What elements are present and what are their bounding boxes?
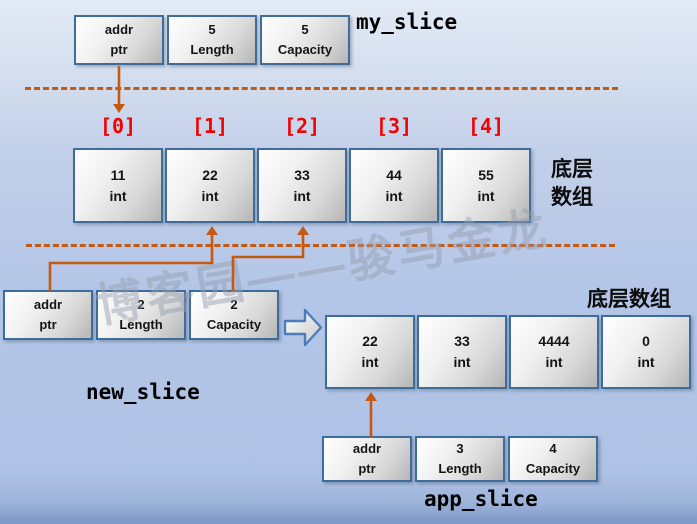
- cell-label: Capacity: [525, 461, 581, 476]
- my-slice-cell-ptr: addr ptr: [74, 15, 164, 65]
- underlying-array-label: 底层 数组: [551, 156, 593, 212]
- new-slice-header: addr ptr 2 Length 2 Capacity: [3, 290, 279, 340]
- cell-type: int: [453, 354, 471, 370]
- cell-value: 22: [202, 166, 218, 183]
- new-array-cell-3: 0 int: [601, 315, 691, 389]
- my-slice-cell-length: 5 Length: [167, 15, 257, 65]
- app-slice-header: addr ptr 3 Length 4 Capacity: [322, 436, 598, 482]
- index-label-1: [1]: [191, 114, 229, 138]
- cell-label: Capacity: [206, 317, 262, 332]
- new-slice-label: new_slice: [86, 380, 200, 404]
- up-arrowhead-icon: [206, 226, 218, 235]
- cell-type: int: [201, 187, 219, 204]
- my-slice-cell-capacity: 5 Capacity: [260, 15, 350, 65]
- new-slice-cell-ptr: addr ptr: [3, 290, 93, 340]
- array-cell-0: 11 int: [73, 148, 163, 223]
- cell-value: 33: [294, 166, 310, 183]
- cell-value: addr: [352, 441, 382, 456]
- my-slice-label: my_slice: [356, 10, 458, 34]
- right-block-arrow-icon: [283, 308, 323, 347]
- array-index-row: [0] [1] [2] [3] [4]: [73, 114, 531, 138]
- cell-value: 3: [456, 441, 464, 456]
- right-block-arrow-shape: [283, 308, 323, 347]
- new-slice-cell-capacity: 2 Capacity: [189, 290, 279, 340]
- array-cell-3: 44 int: [349, 148, 439, 223]
- cell-value: 22: [362, 333, 378, 349]
- up-arrowhead-icon: [365, 392, 377, 401]
- new-underlying-array: 22 int 33 int 4444 int 0 int: [325, 315, 691, 389]
- new-array-cell-2: 4444 int: [509, 315, 599, 389]
- cell-type: int: [477, 187, 495, 204]
- cell-label: Length: [438, 461, 482, 476]
- cell-value: 2: [230, 297, 238, 312]
- new-slice-cell-length: 2 Length: [96, 290, 186, 340]
- new-array-cell-0: 22 int: [325, 315, 415, 389]
- cell-label: Length: [119, 317, 163, 332]
- app-slice-cell-length: 3 Length: [415, 436, 505, 482]
- up-arrowhead-icon: [297, 226, 309, 235]
- cell-label: ptr: [39, 317, 57, 332]
- cell-value: 5: [301, 22, 309, 37]
- cell-value: 0: [642, 333, 650, 349]
- cell-type: int: [293, 187, 311, 204]
- down-arrowhead-icon: [113, 104, 125, 113]
- underlying-array-label-line1: 底层: [551, 158, 593, 181]
- cell-value: 11: [110, 166, 126, 183]
- index-label-2: [2]: [283, 114, 321, 138]
- dashed-separator-top: [25, 87, 618, 90]
- cell-value: addr: [33, 297, 63, 312]
- app-slice-cell-capacity: 4 Capacity: [508, 436, 598, 482]
- my-slice-header: addr ptr 5 Length 5 Capacity: [74, 15, 350, 65]
- array-cell-2: 33 int: [257, 148, 347, 223]
- cell-type: int: [545, 354, 563, 370]
- cell-label: Length: [190, 42, 234, 57]
- array-cell-4: 55 int: [441, 148, 531, 223]
- index-label-0: [0]: [99, 114, 137, 138]
- underlying-array: 11 int 22 int 33 int 44 int 55 int: [73, 148, 531, 223]
- cell-type: int: [109, 187, 127, 204]
- cell-value: addr: [104, 22, 134, 37]
- new-array-cell-1: 33 int: [417, 315, 507, 389]
- new-slice-capacity-arrow: [231, 234, 305, 291]
- cell-value: 55: [478, 166, 494, 183]
- cell-type: int: [637, 354, 655, 370]
- cell-value: 4: [549, 441, 557, 456]
- cell-value: 5: [208, 22, 216, 37]
- cell-label: Capacity: [277, 42, 333, 57]
- new-slice-ptr-arrow: [48, 234, 214, 291]
- dashed-separator-bottom: [26, 244, 615, 247]
- cell-value: 33: [454, 333, 470, 349]
- app-slice-cell-ptr: addr ptr: [322, 436, 412, 482]
- cell-type: int: [361, 354, 379, 370]
- array-cell-1: 22 int: [165, 148, 255, 223]
- cell-label: ptr: [110, 42, 128, 57]
- index-label-4: [4]: [467, 114, 505, 138]
- cell-type: int: [385, 187, 403, 204]
- index-label-3: [3]: [375, 114, 413, 138]
- app-slice-label: app_slice: [424, 487, 538, 511]
- cell-value: 44: [386, 166, 402, 183]
- new-array-label: 底层数组: [587, 288, 671, 311]
- cell-label: ptr: [358, 461, 376, 476]
- underlying-array-label-line2: 数组: [551, 186, 593, 209]
- cell-value: 4444: [538, 333, 570, 349]
- cell-value: 2: [137, 297, 145, 312]
